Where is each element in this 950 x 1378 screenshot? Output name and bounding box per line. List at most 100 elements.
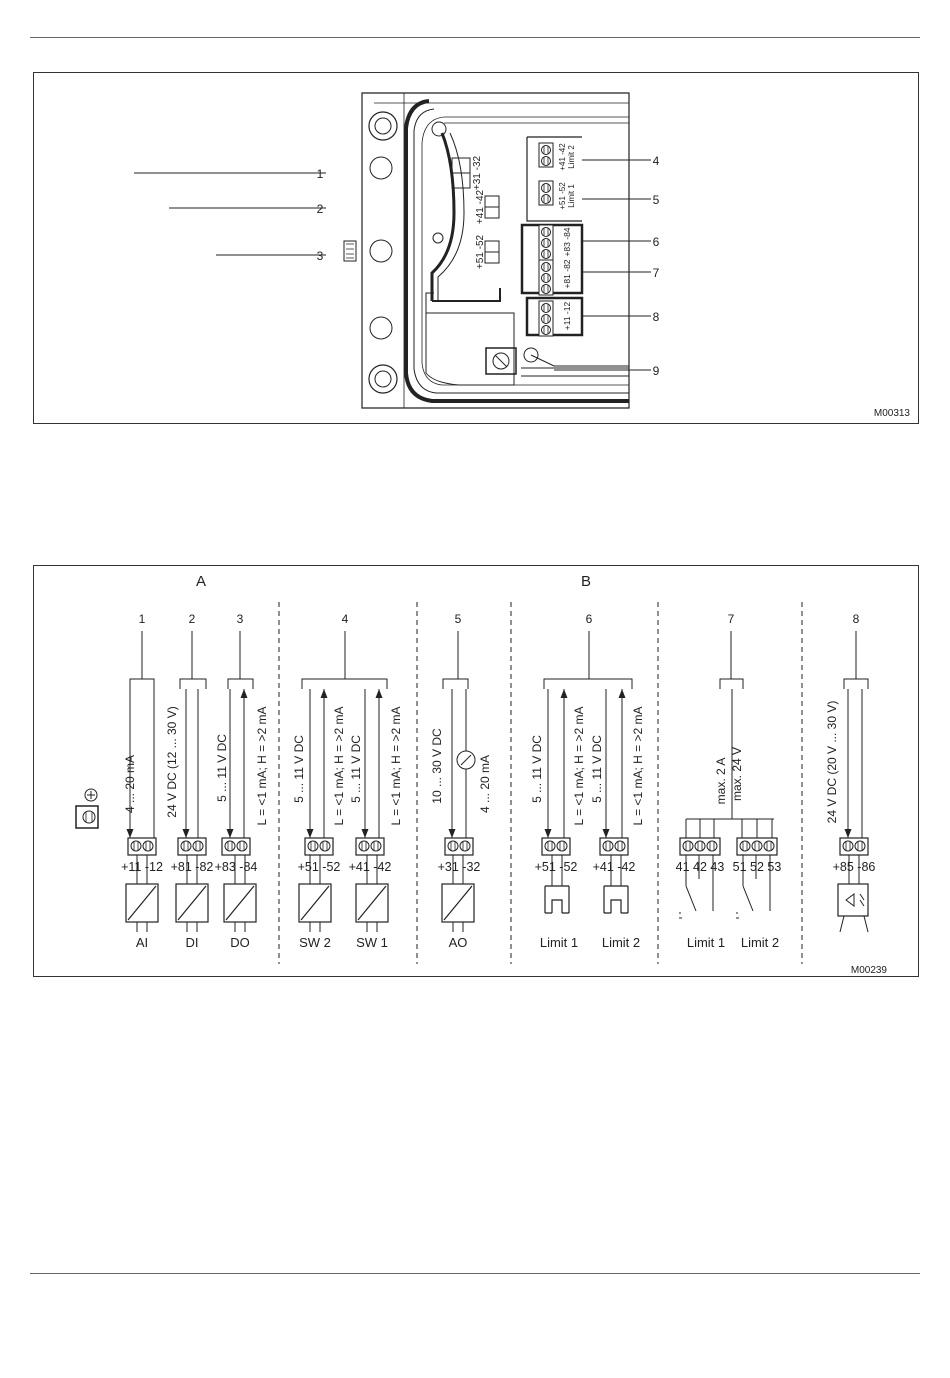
- column-number: 4: [342, 612, 349, 626]
- board-label: Limit 1: [567, 184, 576, 208]
- line-segment: [719, 678, 744, 689]
- line-segment: [543, 157, 549, 165]
- terminal-screw: [541, 303, 551, 313]
- terminal-screw: [614, 840, 626, 852]
- line-segment: [547, 842, 553, 850]
- terminal-screw: [459, 840, 471, 852]
- line-segment: [754, 842, 760, 850]
- wire-label: 24 V DC (20 V ... 30 V): [825, 701, 839, 824]
- line-segment: [127, 885, 157, 921]
- arrow-head: [226, 829, 234, 838]
- arrow-head: [602, 829, 610, 838]
- line-segment: [742, 842, 748, 850]
- terminal-screw: [180, 840, 192, 852]
- callout-number: 3: [317, 249, 324, 263]
- line-segment: [186, 922, 198, 932]
- arrow-head: [560, 689, 568, 698]
- terminal-screw: [556, 840, 568, 852]
- terminal-label: +51 -52: [298, 860, 341, 874]
- line-segment: [603, 885, 629, 914]
- line-segment: [543, 274, 549, 282]
- line-segment: [709, 842, 715, 850]
- line-segment: [460, 754, 472, 766]
- terminal-label: +31 -32: [438, 860, 481, 874]
- line-segment: [234, 922, 246, 932]
- terminal-screw: [192, 840, 204, 852]
- line-segment: [179, 678, 207, 689]
- line-segment: [736, 912, 739, 919]
- arrow-head: [126, 829, 134, 838]
- line-segment: [543, 304, 549, 312]
- line-segment: [848, 855, 860, 884]
- board-label: +51 -52: [475, 234, 486, 269]
- wire-label: 5 ... 11 V DC: [292, 735, 306, 803]
- terminal-label: +51 -52: [535, 860, 578, 874]
- header-rule: [30, 37, 920, 38]
- terminal-screw: [541, 273, 551, 283]
- column-number: 7: [728, 612, 735, 626]
- line-segment: [361, 842, 367, 850]
- line-segment: [605, 842, 611, 850]
- io-label: Limit 2: [741, 935, 779, 950]
- terminal-screw: [370, 840, 382, 852]
- column-number: 6: [586, 612, 593, 626]
- line-segment: [443, 885, 473, 921]
- line-segment: [543, 239, 549, 247]
- line-segment: [543, 184, 549, 192]
- arrow-head: [182, 829, 190, 838]
- board-label: +11 -12: [562, 302, 572, 331]
- terminal-label: 51 52 53: [733, 860, 782, 874]
- board-label: +31 -32: [472, 155, 483, 190]
- line-segment: [845, 842, 851, 850]
- arrow-head: [618, 689, 626, 698]
- io-label: AO: [449, 935, 468, 950]
- terminal-screw: [541, 284, 551, 294]
- figure-code: M00239: [851, 965, 888, 976]
- terminal-label: 41 42 43: [676, 860, 725, 874]
- footer-rule: [30, 1273, 920, 1274]
- io-label: SW 2: [299, 935, 331, 950]
- ground-icon: [84, 788, 98, 802]
- board-label: +41 -42: [475, 189, 486, 224]
- wire-label: L = <1 mA; H = >2 mA: [631, 707, 645, 826]
- line-segment: [559, 842, 565, 850]
- terminal-screw: [602, 840, 614, 852]
- line-segment: [462, 842, 468, 850]
- terminal-screw: [541, 194, 551, 204]
- arrow-head: [448, 829, 456, 838]
- io-label: SW 1: [356, 935, 388, 950]
- line-segment: [617, 842, 623, 850]
- wire-label: L = <1 mA; H = >2 mA: [255, 707, 269, 826]
- line-segment: [543, 250, 549, 258]
- io-label: Limit 1: [540, 935, 578, 950]
- line-segment: [366, 922, 378, 932]
- terminal-screw: [541, 145, 551, 155]
- line-segment: [543, 678, 633, 689]
- line-segment: [742, 855, 771, 912]
- line-segment: [186, 855, 198, 884]
- terminal-label: +11 -12: [121, 860, 163, 874]
- line-segment: [543, 263, 549, 271]
- arrow-head: [544, 829, 552, 838]
- terminal-screw: [739, 840, 751, 852]
- io-label: Limit 2: [602, 935, 640, 950]
- line-segment: [766, 842, 772, 850]
- wire-label: L = <1 mA; H = >2 mA: [572, 707, 586, 826]
- line-segment: [610, 855, 622, 886]
- line-segment: [227, 842, 233, 850]
- callout-number: 2: [317, 202, 324, 216]
- terminal-screw: [694, 840, 706, 852]
- terminal-screw: [130, 840, 142, 852]
- line-segment: [843, 678, 869, 689]
- line-segment: [85, 812, 93, 822]
- terminal-screw: [447, 840, 459, 852]
- line-segment: [227, 678, 254, 689]
- line-segment: [839, 915, 869, 933]
- line-segment: [543, 195, 549, 203]
- terminal-screw: [842, 840, 854, 852]
- terminal-screw: [541, 314, 551, 324]
- terminal-label: +83 -84: [215, 860, 258, 874]
